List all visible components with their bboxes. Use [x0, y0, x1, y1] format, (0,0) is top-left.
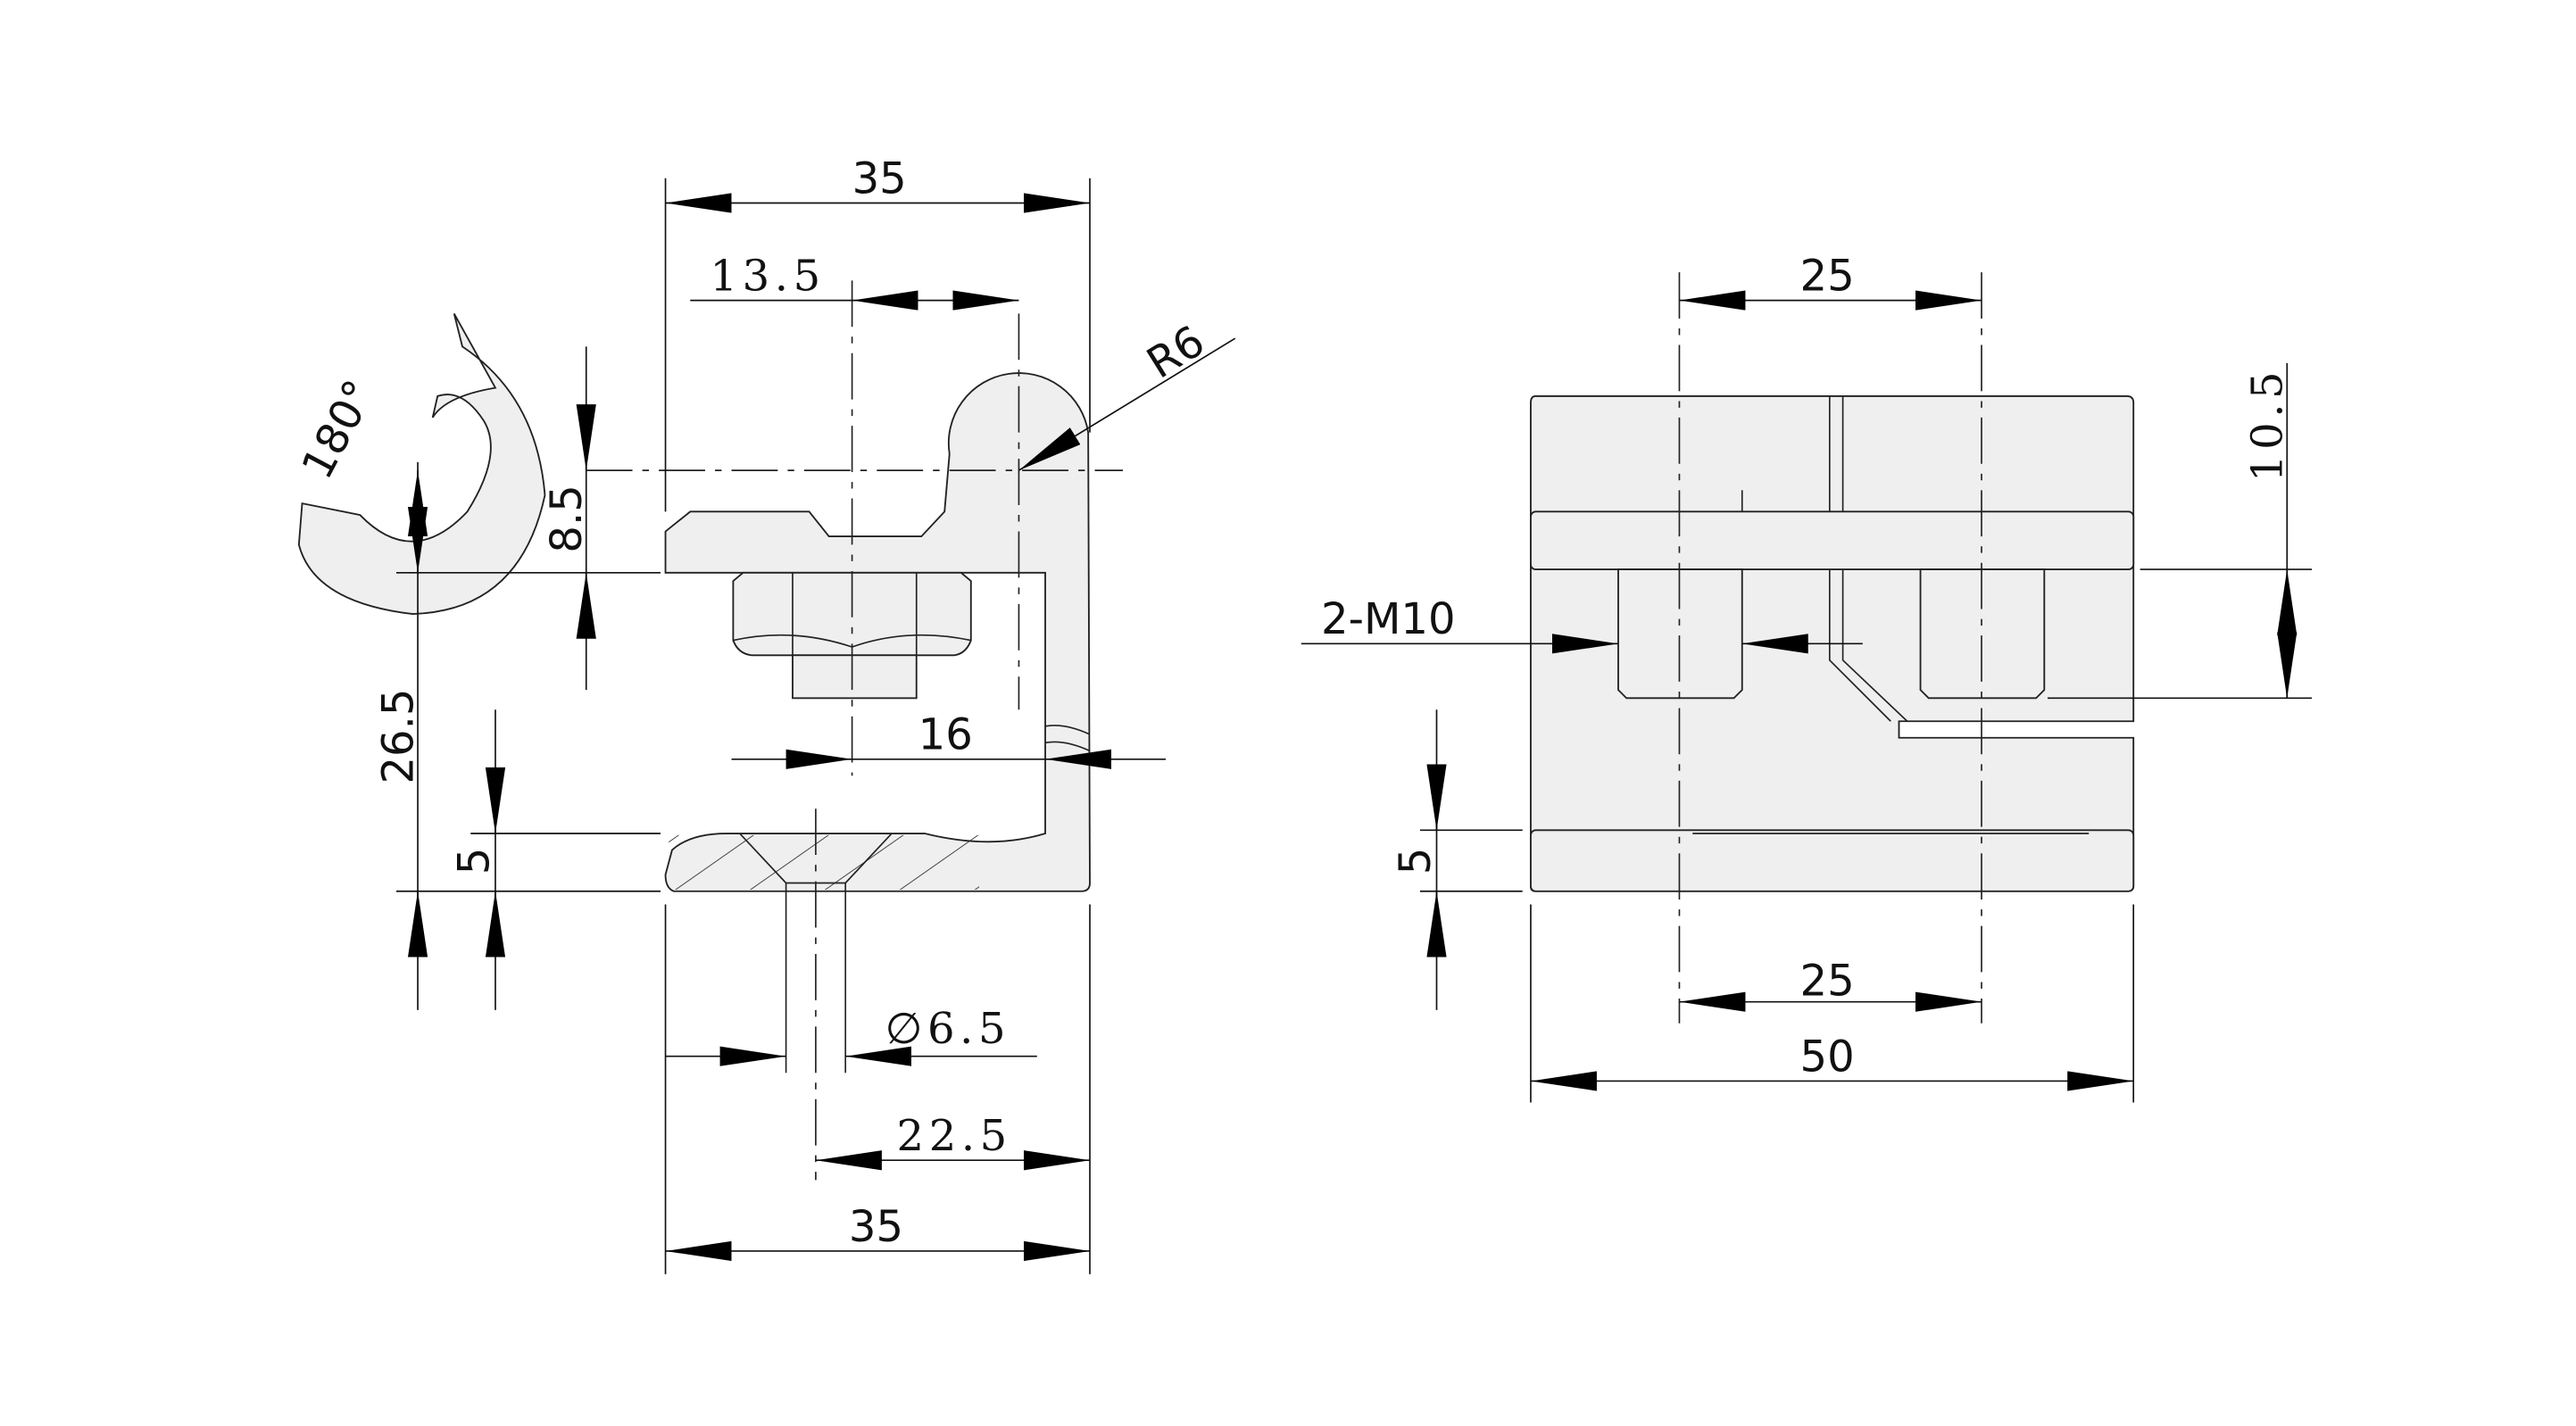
top-band [1530, 510, 2135, 571]
dim-16-label: 16 [918, 710, 973, 760]
dim-25-top-label: 25 [1800, 252, 1855, 302]
bolt-hole-left [1617, 568, 1743, 700]
bolt [792, 654, 918, 700]
dim-8-5-label: 8.5 [542, 485, 592, 552]
clamp-profile [664, 372, 1091, 892]
rotation-arrow-icon [297, 312, 546, 615]
dim-50-label: 50 [1800, 1032, 1855, 1082]
dim-10-5-label: 10.5 [2243, 367, 2293, 482]
dim-25-bottom-label: 25 [1800, 956, 1855, 1006]
dim-dia-6-5-label: ∅6.5 [885, 1004, 1011, 1054]
dim-5-label: 5 [450, 848, 500, 875]
front-view: 25 10.5 2-M10 5 25 50 [1300, 252, 2312, 1103]
hatched-section [669, 834, 980, 890]
side-view: 180° 35 13.5 R6 8.5 26.5 5 16 ∅6. [292, 153, 1236, 1274]
dim-26-5-label: 26.5 [373, 688, 423, 783]
dim-5-front-label: 5 [1391, 848, 1441, 875]
dim-22-5-label: 22.5 [897, 1111, 1012, 1161]
bottom-band [1530, 829, 2135, 892]
dim-13-5-label: 13.5 [710, 252, 825, 302]
dim-35-bottom-label: 35 [849, 1202, 903, 1252]
bolt-hole-right [1919, 568, 2046, 700]
dim-35-top-label: 35 [852, 153, 907, 203]
angle-label: 180° [292, 372, 385, 487]
radius-label: R6 [1138, 316, 1213, 388]
thread-label: 2-M10 [1321, 594, 1456, 644]
